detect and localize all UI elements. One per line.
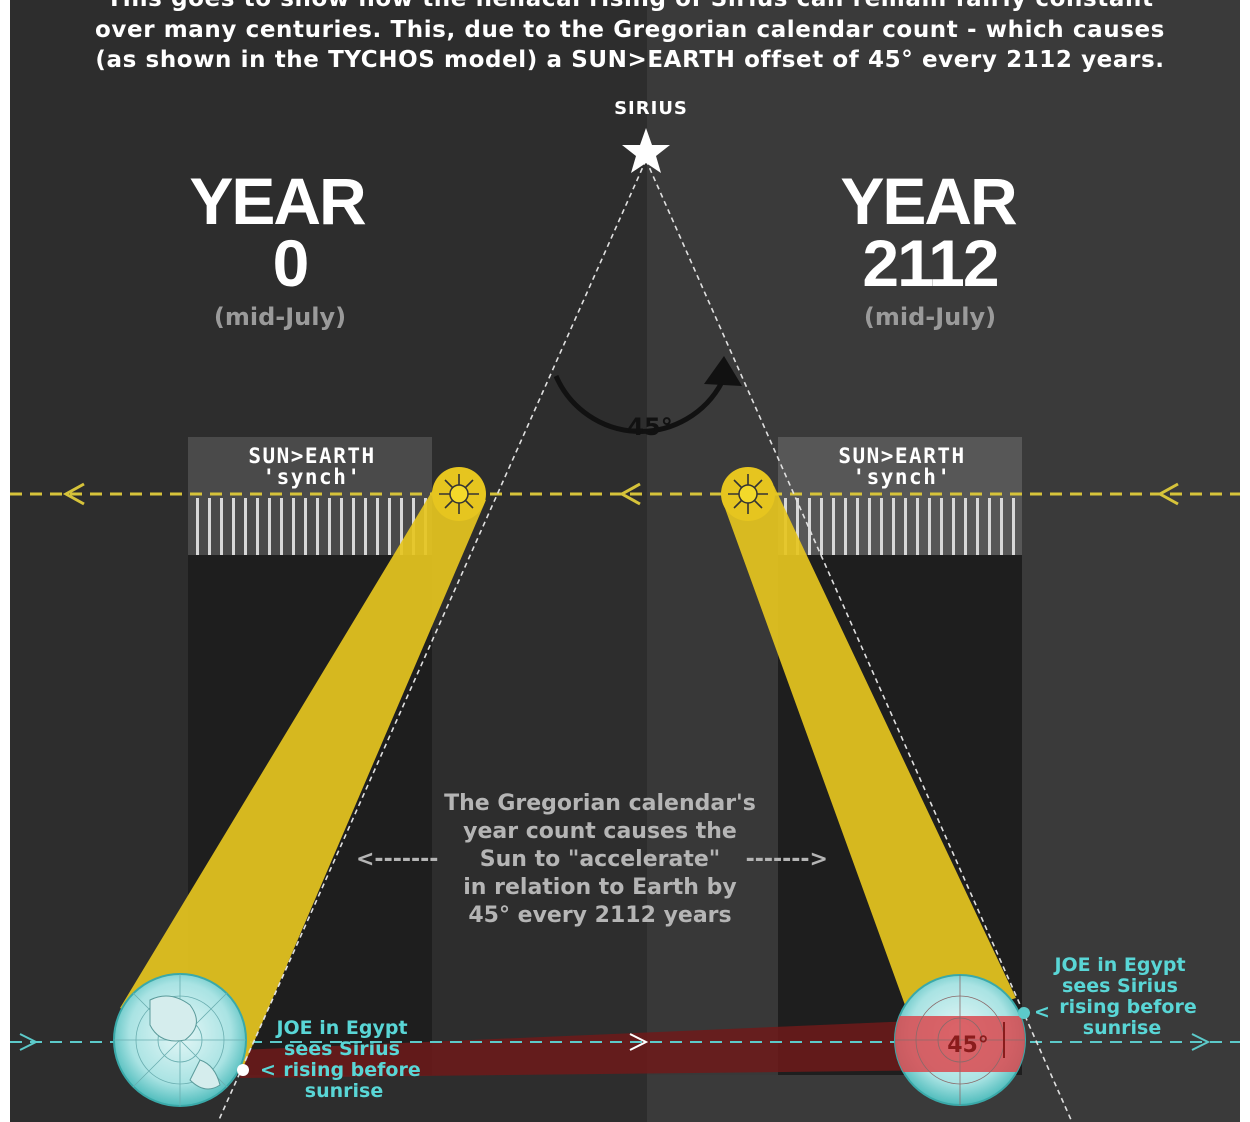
- right-synch-label-2: 'synch': [852, 465, 951, 489]
- right-joe-line-1: JOE in Egypt: [1052, 954, 1185, 976]
- left-joe-line-2: sees Sirius: [284, 1038, 400, 1060]
- sun-line-arrowhead-2: [618, 482, 641, 506]
- sun-line-arrowhead-1: [62, 482, 85, 506]
- center-text-line-3: Sun to "accelerate": [480, 847, 721, 872]
- right-sun-icon: [721, 467, 775, 521]
- left-earth-icon: [113, 973, 249, 1107]
- center-text-line-2: year count causes the: [463, 819, 737, 844]
- left-joe-line-1: JOE in Egypt: [274, 1017, 407, 1039]
- left-season-label: (mid-July): [214, 303, 346, 331]
- sirius-star-icon: [622, 128, 670, 173]
- right-offset-angle-label: 45°: [947, 1033, 989, 1058]
- right-sun-beam: [722, 486, 1016, 1030]
- center-text-arrow-right: ------->: [746, 847, 828, 872]
- right-season-label: (mid-July): [864, 303, 996, 331]
- left-sun-beam: [120, 488, 486, 1070]
- left-joe-line-4: sunrise: [305, 1080, 383, 1102]
- center-panel-right: [647, 500, 778, 1075]
- intro-line-2: (as shown in the TYCHOS model) a SUN>EAR…: [95, 47, 1164, 73]
- left-synch-label-2: 'synch': [262, 465, 361, 489]
- right-egypt-marker: [1018, 1007, 1030, 1019]
- earth-line-arrowhead-1: [19, 1033, 39, 1051]
- left-synch-ticks: [188, 498, 432, 555]
- right-joe-arrow-icon: <: [1034, 1001, 1050, 1023]
- right-synch-ticks: [778, 498, 1022, 555]
- right-earth-icon: 45°: [894, 974, 1030, 1106]
- left-synch-label-1: SUN>EARTH: [248, 444, 375, 468]
- earth-line-arrowhead-3: [1191, 1033, 1211, 1051]
- center-text-line-4: in relation to Earth by: [463, 875, 736, 900]
- rotation-arc: [553, 375, 725, 434]
- right-year-word: YEAR: [840, 164, 1017, 238]
- right-sight-line: [645, 159, 1073, 1122]
- center-text-line-1: The Gregorian calendar's: [444, 791, 756, 816]
- intro-line-0: This goes to show how the heliacal risin…: [106, 0, 1153, 12]
- left-year-word: YEAR: [189, 164, 366, 238]
- right-synch-label-1: SUN>EARTH: [838, 444, 965, 468]
- center-text-line-5: 45° every 2112 years: [468, 903, 731, 928]
- right-year-number: 2112: [862, 226, 997, 300]
- left-year-number: 0: [273, 226, 308, 300]
- rotation-arrowhead-icon: [704, 356, 742, 386]
- center-panel-left: [432, 500, 647, 1075]
- left-egypt-marker: [237, 1064, 249, 1076]
- left-joe-arrow-icon: <: [260, 1059, 276, 1081]
- rotation-angle-label: 45°: [627, 413, 672, 441]
- right-joe-line-4: sunrise: [1083, 1017, 1161, 1039]
- intro-line-1: over many centuries. This, due to the Gr…: [95, 17, 1165, 43]
- right-joe-line-2: sees Sirius: [1062, 975, 1178, 997]
- earth-line-arrowhead-2: [629, 1033, 649, 1051]
- right-joe-line-3: rising before: [1059, 996, 1197, 1018]
- left-sun-icon: [432, 467, 486, 521]
- center-text-arrow-left: <-------: [356, 847, 438, 872]
- offset-red-band: [240, 1018, 1020, 1078]
- left-sight-line: [217, 159, 647, 1122]
- sirius-label: SIRIUS: [614, 98, 688, 119]
- sun-line-arrowhead-3: [1156, 482, 1179, 506]
- left-joe-line-3: rising before: [283, 1059, 421, 1081]
